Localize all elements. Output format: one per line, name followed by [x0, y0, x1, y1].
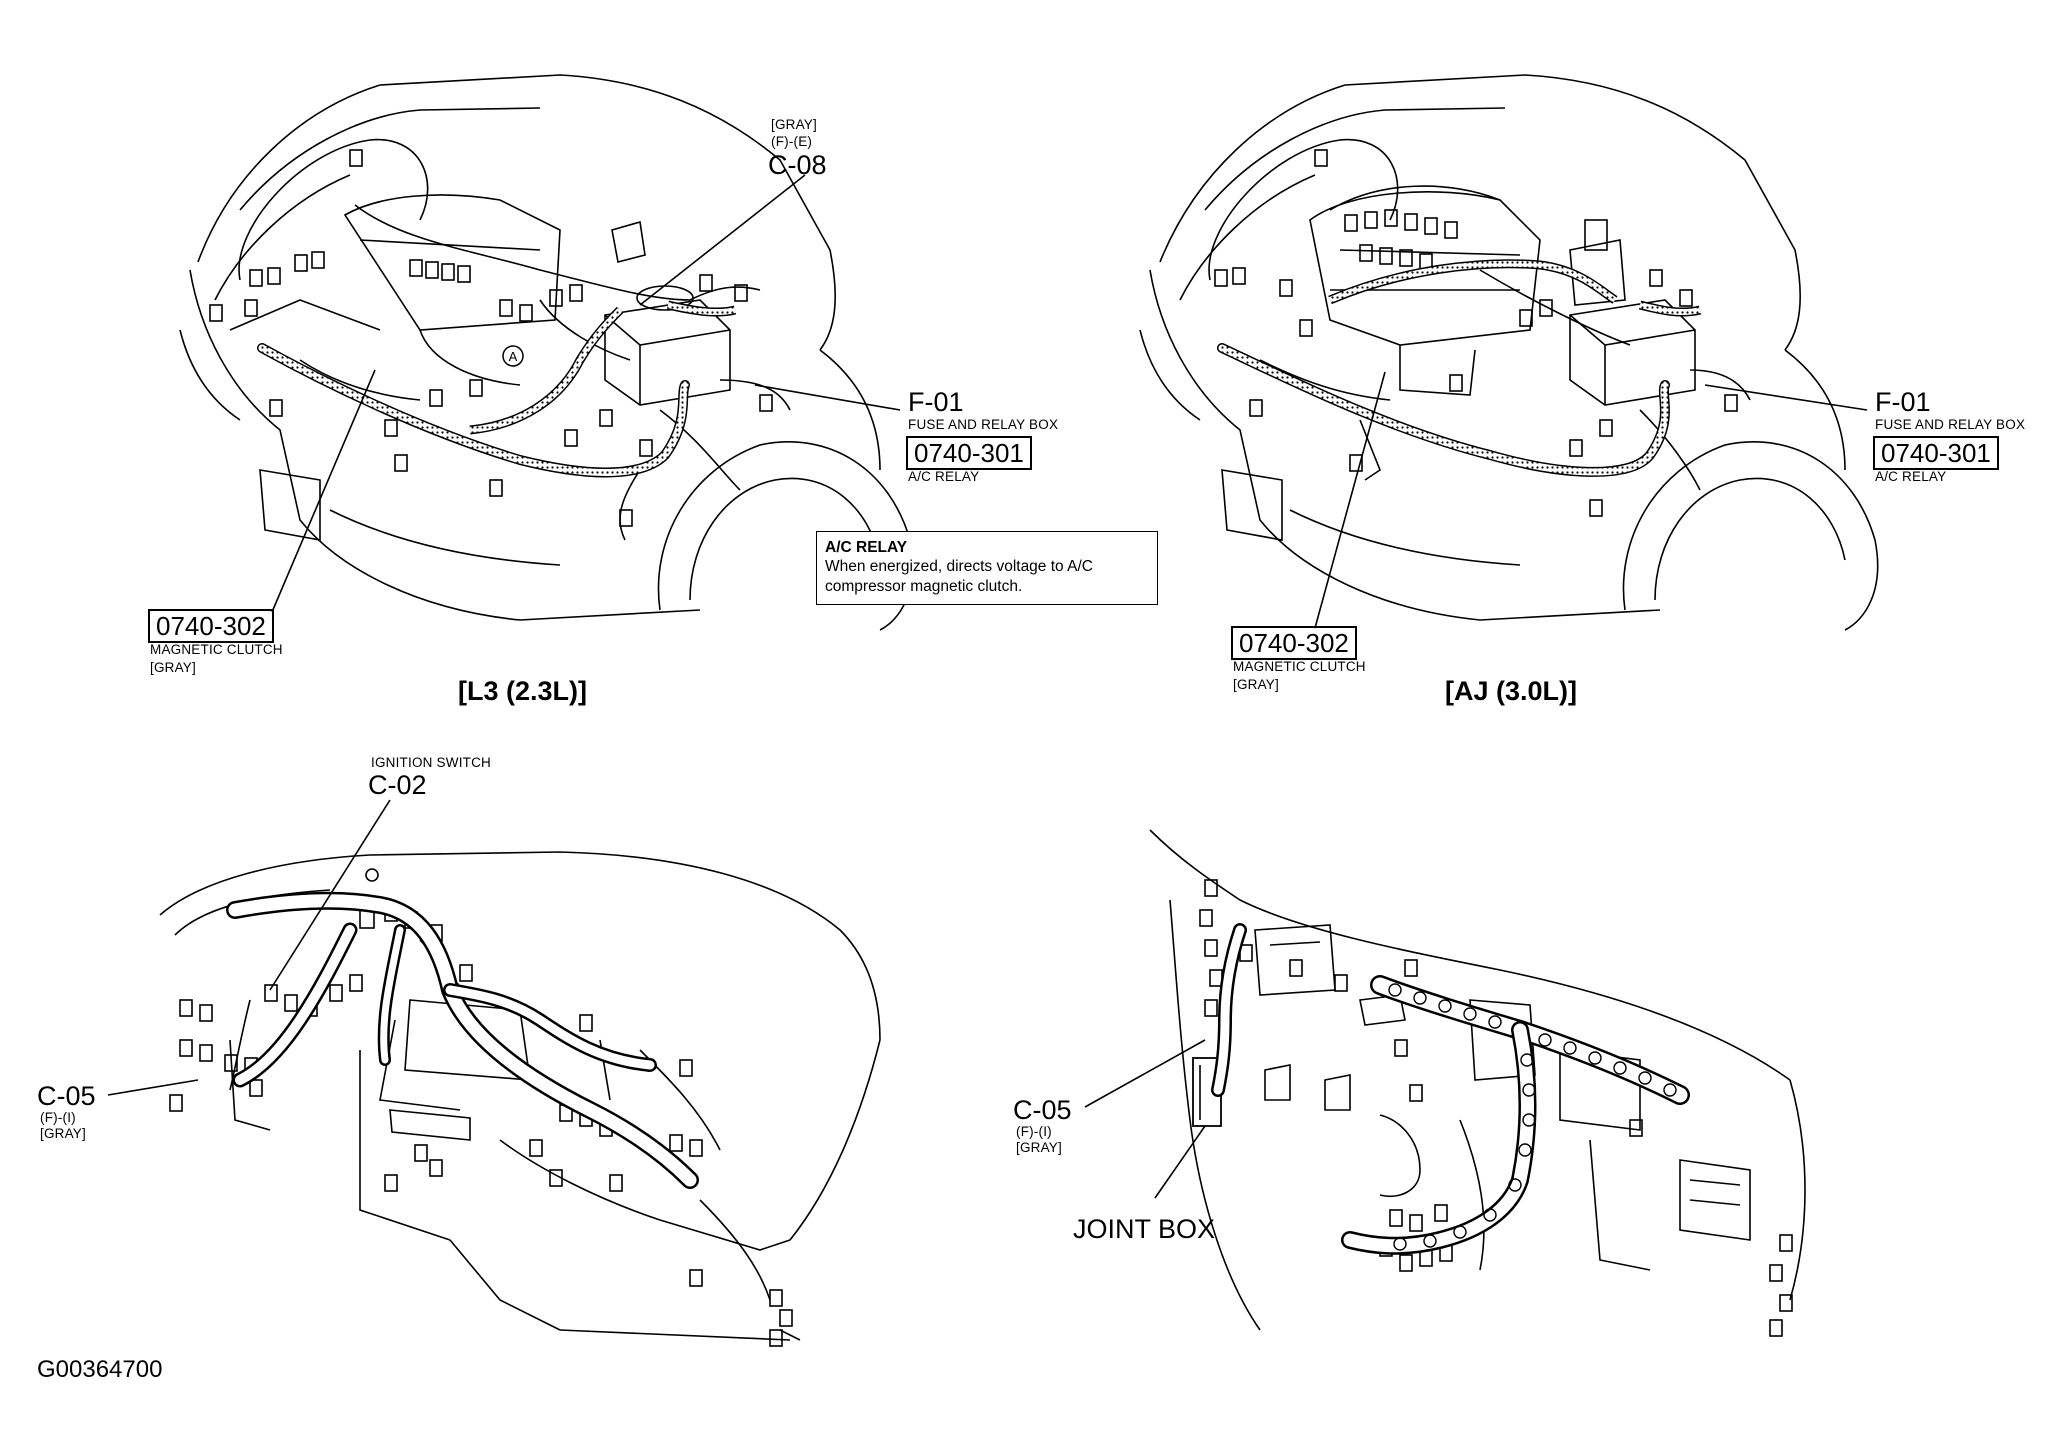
l3-clutch-code-box: 0740-302: [148, 609, 274, 644]
l3-harness-engine: [469, 306, 624, 435]
l3-clutch-color: [GRAY]: [150, 660, 196, 675]
l3-marker-label: A: [509, 349, 518, 364]
aj-f01-desc: FUSE AND RELAY BOX: [1875, 417, 2026, 432]
aj-clutch-code-box: 0740-302: [1231, 626, 1357, 661]
aj-callout-leaders: [1314, 371, 1868, 629]
aj-harness-front-fill: [1218, 344, 1669, 476]
l3-c08-connector-id: C-08: [768, 150, 827, 180]
dash-left-callout-leaders: [107, 799, 391, 1096]
aj-relay-code-desc: A/C RELAY: [1875, 469, 1947, 484]
l3-c08-position: (F)-(E): [771, 134, 813, 149]
l3-engine-bay-drawing: [179, 74, 914, 631]
figure-code: G00364700: [37, 1356, 163, 1383]
aj-f01-id: F-01: [1875, 387, 1931, 417]
l3-view-caption: [L3 (2.3L)]: [458, 676, 588, 706]
dash-right-callout-leaders: [1084, 1039, 1206, 1199]
aj-clutch-color: [GRAY]: [1233, 677, 1279, 692]
l3-callout-leaders: [271, 174, 901, 613]
aj-harness-top-fill: [1639, 302, 1701, 316]
dash-left-c05-id: C-05: [37, 1081, 96, 1111]
ac-relay-note-line1: When energized, directs voltage to A/C: [825, 558, 1093, 576]
dash-right-c05-color: [GRAY]: [1016, 1140, 1062, 1155]
aj-harness-engine-fill: [1328, 260, 1617, 303]
dash-right-c05-position: (F)-(I): [1016, 1124, 1052, 1139]
ac-relay-note-title: A/C RELAY: [825, 539, 908, 556]
dash-left-harness: [226, 891, 699, 1189]
l3-harness-top-fill: [667, 302, 736, 316]
aj-relay-code-box: 0740-301: [1873, 436, 1999, 471]
aj-clutch-desc: MAGNETIC CLUTCH: [1233, 659, 1366, 674]
dash-right-c05-id: C-05: [1013, 1095, 1072, 1125]
l3-marker-circle: [502, 345, 524, 367]
l3-harness-front: [257, 343, 690, 478]
ac-relay-note-line2: compressor magnetic clutch.: [825, 577, 1023, 595]
dash-left-drawing: [159, 851, 881, 1347]
dash-left-c05-position: (F)-(I): [40, 1110, 76, 1125]
l3-relay-code-desc: A/C RELAY: [908, 469, 980, 484]
l3-relay-code-box: 0740-301: [906, 436, 1032, 471]
dash-right-harness: [1211, 923, 1690, 1255]
ac-relay-note-box: A/C RELAY When energized, directs voltag…: [816, 531, 1158, 606]
dash-right-drawing: [1149, 829, 1806, 1337]
dash-left-c05-color: [GRAY]: [40, 1126, 86, 1141]
l3-c08-color: [GRAY]: [771, 117, 817, 132]
l3-harness-front-fill: [258, 344, 689, 476]
aj-engine-bay-drawing: [1139, 74, 1879, 631]
dash-left-ign-desc: IGNITION SWITCH: [371, 755, 491, 770]
dash-left-ign-connector-id: C-02: [368, 770, 427, 800]
aj-view-caption: [AJ (3.0L)]: [1445, 676, 1578, 706]
aj-harness-front: [1217, 343, 1670, 477]
joint-box-label: JOINT BOX: [1073, 1214, 1216, 1244]
l3-f01-desc: FUSE AND RELAY BOX: [908, 417, 1059, 432]
l3-f01-id: F-01: [908, 387, 964, 417]
l3-harness-engine-fill: [469, 307, 623, 433]
l3-clutch-desc: MAGNETIC CLUTCH: [150, 642, 283, 657]
